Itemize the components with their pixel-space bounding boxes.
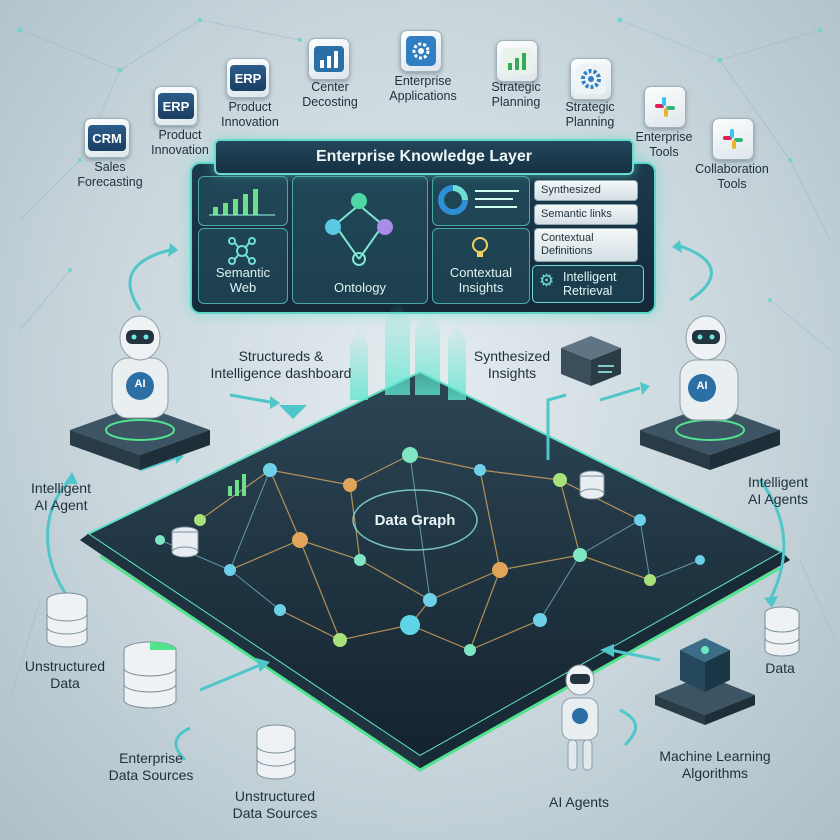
slack-icon[interactable] bbox=[712, 118, 754, 160]
label-structured-dashboard: Structureds & Intelligence dashboard bbox=[210, 348, 352, 381]
retrieval-label: Intelligent Retrieval bbox=[563, 270, 617, 298]
tool-label-product-innovation-1: Product Innovation bbox=[151, 128, 209, 157]
label-intelligent-ai-agents: Intelligent AI Agents bbox=[748, 474, 808, 507]
cell-ontology[interactable]: Ontology bbox=[292, 176, 428, 304]
erp-badge: ERP bbox=[234, 70, 262, 86]
data-graph-label: Data Graph bbox=[374, 512, 456, 529]
crm-badge: CRM bbox=[92, 130, 122, 146]
crm-tile[interactable]: CRM bbox=[84, 118, 130, 158]
slack-icon[interactable] bbox=[644, 86, 686, 128]
robot-right bbox=[640, 315, 780, 470]
erp-tile-1[interactable]: ERP bbox=[154, 86, 198, 126]
gear-icon[interactable] bbox=[400, 30, 442, 72]
cell-label: Ontology bbox=[333, 280, 387, 295]
dashboard-chart-cell[interactable] bbox=[198, 176, 288, 226]
tool-label-strategic-planning-1: Strategic Planning bbox=[491, 80, 541, 109]
database-icon bbox=[46, 592, 88, 648]
gear-icon: ⚙ bbox=[539, 271, 555, 290]
label-machine-learning-algorithms: Machine Learning Algorithms bbox=[659, 748, 771, 781]
label-data: Data bbox=[765, 660, 795, 676]
machine-learning-cube bbox=[655, 638, 755, 725]
data-graph-center-ring bbox=[352, 489, 478, 551]
robot-left bbox=[70, 315, 210, 470]
label-unstructured-data: Unstructured Data bbox=[24, 658, 106, 691]
ontology-tree-icon bbox=[325, 193, 393, 266]
chart-icon[interactable] bbox=[308, 38, 350, 80]
cell-label: Contextual Insights bbox=[449, 265, 513, 295]
tool-label-strategic-planning-2: Strategic Planning bbox=[565, 100, 615, 129]
gear-icon[interactable] bbox=[570, 58, 612, 100]
tool-label-product-innovation-2: Product Innovation bbox=[221, 100, 279, 129]
tag-semantic-links[interactable]: Semantic links bbox=[534, 204, 638, 225]
robot-bottom bbox=[561, 664, 599, 771]
intelligent-retrieval-button[interactable]: ⚙ Intelligent Retrieval bbox=[532, 265, 644, 303]
tag-contextual-definitions[interactable]: Contextual Definitions bbox=[534, 228, 638, 262]
tool-label-sales-forecasting: Sales Forecasting bbox=[77, 160, 143, 189]
database-icon bbox=[256, 724, 296, 780]
graph-nodes bbox=[155, 447, 705, 656]
lightbulb-icon bbox=[472, 237, 488, 257]
knowledge-layer-title: Enterprise Knowledge Layer bbox=[214, 139, 634, 175]
label-intelligent-ai-agent: Intelligent AI Agent bbox=[31, 480, 91, 513]
tool-label-center-decosting: Center Decosting bbox=[302, 80, 358, 109]
insights-server-icon bbox=[561, 336, 621, 386]
label-unstructured-data-sources: Unstructured Data Sources bbox=[232, 788, 318, 821]
cell-label: Semantic Web bbox=[215, 265, 271, 295]
tool-label-enterprise-tools: Enterprise Tools bbox=[635, 130, 693, 159]
database-icon bbox=[764, 606, 800, 657]
erp-badge: ERP bbox=[162, 98, 190, 114]
donut-chart-icon bbox=[438, 185, 519, 215]
robot-badge: AI bbox=[134, 378, 146, 390]
database-icon bbox=[123, 641, 177, 709]
database-icon bbox=[171, 470, 605, 558]
cell-contextual-insights[interactable]: Contextual Insights bbox=[432, 228, 530, 304]
cell-semantic-web[interactable]: Semantic Web bbox=[198, 228, 288, 304]
label-synthesized-insights: Synthesized Insights bbox=[473, 348, 551, 381]
label-ai-agents: AI Agents bbox=[549, 794, 609, 810]
robot-badge: AI bbox=[696, 380, 708, 392]
tag-synthesized[interactable]: Synthesized bbox=[534, 180, 638, 201]
insight-cell[interactable] bbox=[432, 176, 530, 226]
chart-icon[interactable] bbox=[496, 40, 538, 82]
tool-label-enterprise-applications: Enterprise Applications bbox=[389, 74, 457, 103]
bar-chart-icon bbox=[209, 189, 275, 216]
network-icon bbox=[228, 237, 256, 265]
tool-label-collaboration-tools: Collaboration Tools bbox=[695, 162, 769, 191]
erp-tile-2[interactable]: ERP bbox=[226, 58, 270, 98]
label-enterprise-data-sources: Enterprise Data Sources bbox=[108, 750, 194, 783]
